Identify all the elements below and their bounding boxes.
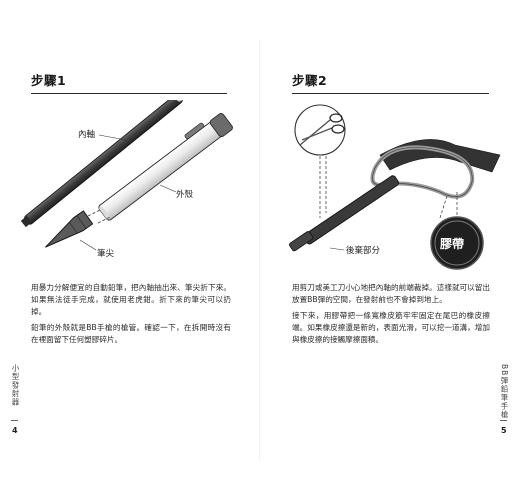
outer-shell-label: 外殼	[176, 190, 194, 200]
step-1-paragraph-2: 鉛筆的外殼就是BB手槍的槍管。確認一下，在拆開時沒有在裡面留下任何塑膠碎片。	[31, 323, 231, 344]
scissors-callout	[294, 104, 346, 156]
pencil-tube	[303, 175, 400, 245]
right-page: 步驟2 後棄部分 膠帶	[260, 0, 520, 500]
cut-front-piece	[289, 231, 314, 252]
tape-badge-circle	[430, 216, 484, 270]
front-part-label: 後棄部分	[346, 246, 381, 256]
inner-tube-label: 內軸	[78, 130, 96, 140]
page-number: 4	[12, 426, 18, 435]
inner-tube	[20, 100, 189, 228]
left-page: 步驟1	[11, 73, 233, 435]
step-1-title: 步驟1	[31, 73, 67, 88]
pen-tip-label: 筆尖	[97, 249, 115, 259]
pencil-disassembly-illustration	[20, 100, 233, 251]
step-2-paragraph-2: 接下來，用膠帶把一條寬橡皮筋牢牢固定在尾巴的橡皮擦端。如果橡皮擦還是新的，表面光…	[292, 311, 490, 344]
page-number-tick	[11, 420, 18, 421]
pen-tip	[45, 210, 94, 248]
step-2-title: 步驟2	[292, 73, 328, 88]
rubber-band-assembly-illustration	[289, 104, 501, 270]
page-number: 5	[501, 426, 507, 435]
step-1-paragraph-1: 用暴力分解便宜的自動鉛筆，把內軸抽出來、筆尖折下來。如果無法徒手完成，就使用老虎…	[31, 283, 231, 316]
title-rule	[31, 93, 227, 94]
side-running-title: 小型發射器	[11, 364, 20, 407]
page-gutter	[259, 40, 260, 460]
tape-badge-label: 膠帶	[440, 237, 465, 251]
page-number-tick	[500, 420, 507, 421]
outer-shell	[98, 113, 233, 221]
tape-strip	[379, 139, 501, 173]
title-rule	[292, 93, 489, 94]
step-2-paragraph-1: 用剪刀或美工刀小心地把內軸的前端裁掉。這樣就可以留出放置BB彈的空間，在發射前也…	[292, 283, 490, 304]
side-running-title: BB彈鉛筆手槍	[500, 364, 509, 419]
